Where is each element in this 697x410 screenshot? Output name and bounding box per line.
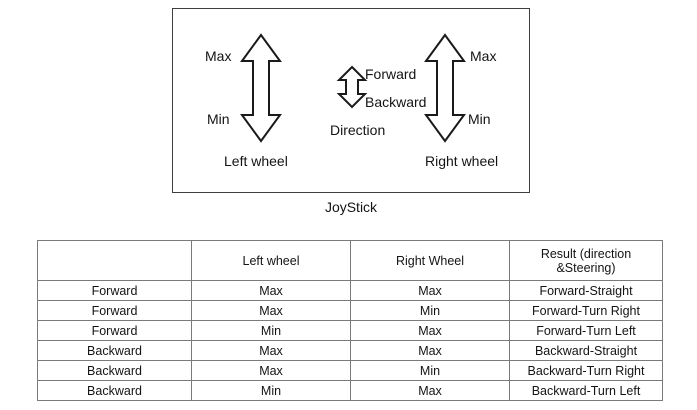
table-header-cell-blank (37, 240, 192, 281)
left-wheel-name-label: Left wheel (224, 153, 288, 169)
cell-result: Backward-Turn Right (509, 360, 663, 381)
right-wheel-double-arrow-icon (424, 33, 466, 143)
table-row: Forward Max Max Forward-Straight (37, 280, 663, 301)
direction-forward-label: Forward (365, 66, 417, 82)
cell-result: Forward-Turn Right (509, 300, 663, 321)
left-wheel-min-label: Min (207, 111, 230, 127)
cell-left-wheel: Min (191, 380, 351, 401)
cell-direction: Forward (37, 320, 192, 341)
cell-right-wheel: Max (350, 340, 510, 361)
left-wheel-max-label: Max (205, 48, 232, 64)
cell-direction: Forward (37, 300, 192, 321)
table-row: Forward Min Max Forward-Turn Left (37, 320, 663, 341)
joystick-caption: JoyStick (324, 199, 378, 215)
table-header-cell-left-wheel: Left wheel (191, 240, 351, 281)
table-header-cell-right-wheel: Right Wheel (350, 240, 510, 281)
cell-result: Backward-Turn Left (509, 380, 663, 401)
right-wheel-max-label: Max (470, 48, 497, 64)
cell-left-wheel: Max (191, 300, 351, 321)
right-wheel-min-label: Min (468, 111, 491, 127)
cell-direction: Forward (37, 280, 192, 301)
joystick-diagram-panel: Max Min Left wheel Forward Backward Dire… (172, 8, 530, 193)
table-row: Backward Max Max Backward-Straight (37, 340, 663, 361)
steering-truth-table: Left wheel Right Wheel Result (direction… (37, 240, 663, 401)
cell-result: Forward-Turn Left (509, 320, 663, 341)
table-header-row: Left wheel Right Wheel Result (direction… (37, 240, 663, 281)
direction-backward-label: Backward (365, 94, 427, 110)
table-row: Forward Max Min Forward-Turn Right (37, 300, 663, 321)
cell-result: Backward-Straight (509, 340, 663, 361)
cell-right-wheel: Max (350, 280, 510, 301)
cell-direction: Backward (37, 380, 192, 401)
direction-double-arrow-icon (336, 65, 368, 109)
direction-name-label: Direction (330, 122, 386, 138)
cell-left-wheel: Max (191, 360, 351, 381)
cell-right-wheel: Min (350, 300, 510, 321)
table-header-cell-result: Result (direction &Steering) (509, 240, 663, 281)
cell-left-wheel: Max (191, 340, 351, 361)
table-row: Backward Max Min Backward-Turn Right (37, 360, 663, 381)
table-row: Backward Min Max Backward-Turn Left (37, 380, 663, 401)
cell-right-wheel: Max (350, 320, 510, 341)
cell-direction: Backward (37, 360, 192, 381)
left-wheel-double-arrow-icon (240, 33, 282, 143)
cell-direction: Backward (37, 340, 192, 361)
cell-right-wheel: Min (350, 360, 510, 381)
cell-right-wheel: Max (350, 380, 510, 401)
right-wheel-name-label: Right wheel (425, 153, 499, 169)
cell-left-wheel: Min (191, 320, 351, 341)
cell-left-wheel: Max (191, 280, 351, 301)
cell-result: Forward-Straight (509, 280, 663, 301)
